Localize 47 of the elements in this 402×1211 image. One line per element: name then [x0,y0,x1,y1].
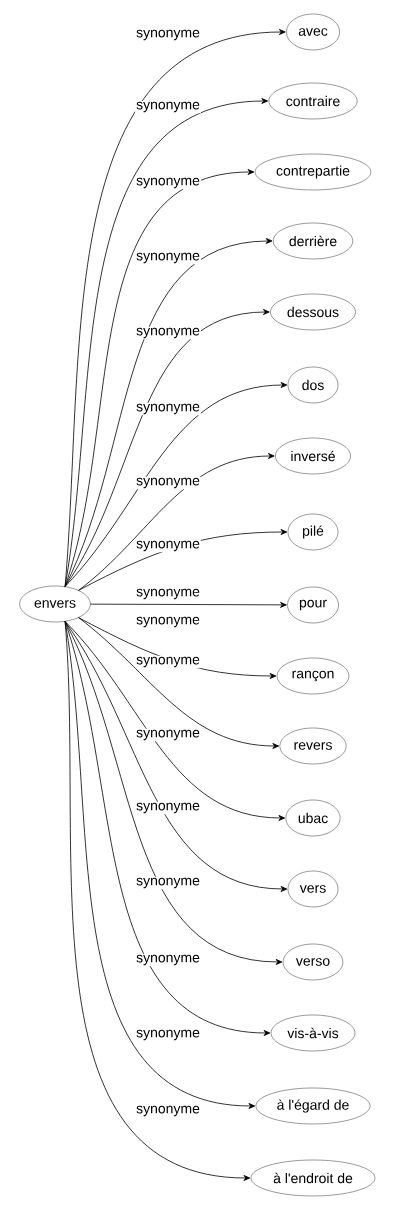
arrow [64,309,270,587]
edge-label: synonyme [135,587,201,601]
ellipse-node: vis-à-vis [270,1014,356,1052]
arrow [64,621,271,1036]
ellipse-node: envers [19,585,91,623]
edge-label: synonyme [135,801,201,815]
arrow [64,382,288,587]
edge-label: synonyme [135,1028,201,1042]
edge-label: synonyme [135,251,201,265]
edge-label: synonyme [135,176,201,190]
edge-label: synonyme [135,615,201,629]
ellipse-node: à l'endroit de [250,1159,376,1197]
ellipse-node: contrepartie [254,153,372,191]
ellipse-node: rançon [276,657,350,695]
edge-label: synonyme [135,476,201,490]
edge-label: synonyme [135,1104,201,1118]
ellipse-node: vers [287,870,339,908]
ellipse-node: pour [287,586,339,624]
arrow [64,621,283,965]
ellipse-node: avec [286,13,340,51]
edge-label: synonyme [135,326,201,340]
ellipse-node: verso [282,943,344,981]
edge-label: synonyme [135,876,201,890]
arrow [78,453,275,591]
ellipse-node: pilé [287,513,339,551]
ellipse-node: à l'égard de [255,1087,371,1125]
arrow [64,29,286,587]
arrow [64,621,288,892]
ellipse-node: dos [287,366,339,404]
arrow [78,617,280,749]
ellipse-node: revers [279,727,347,765]
ellipse-node: derrière [273,222,353,260]
ellipse-node: contraire [268,82,358,120]
edge-label: synonyme [135,953,201,967]
edge-label: synonyme [135,539,201,553]
ellipse-node: ubac [285,799,341,837]
edge-label: synonyme [135,28,201,42]
edge-label: synonyme [135,728,201,742]
arrow [64,621,286,821]
ellipse-node: dessous [270,293,356,331]
edge-label: synonyme [135,655,201,669]
edge-label: synonyme [135,402,201,416]
ellipse-node: inversé [275,437,351,475]
edge-label: synonyme [135,100,201,114]
arrow [90,601,287,608]
arrow [64,169,255,587]
arrow [64,238,273,587]
